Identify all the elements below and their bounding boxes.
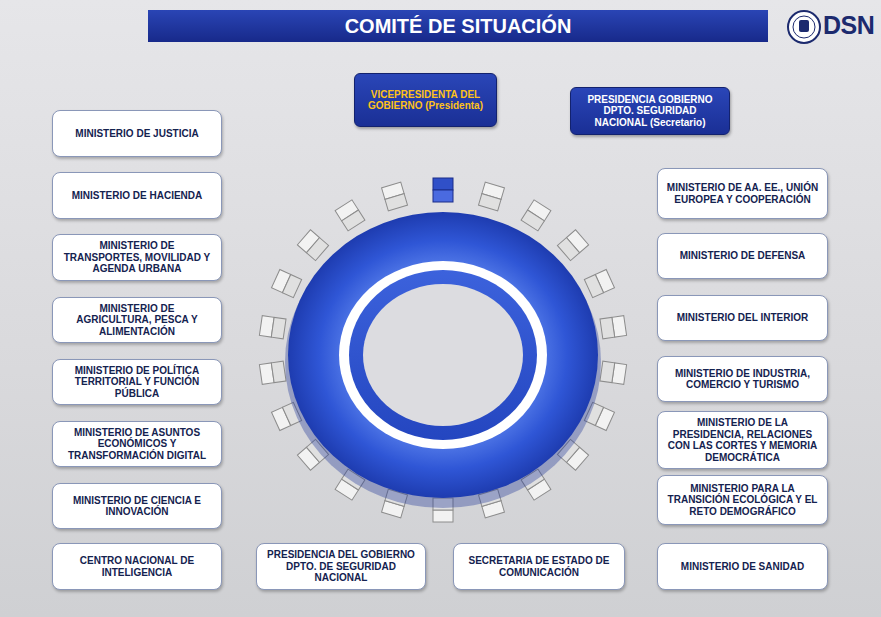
chair	[382, 182, 408, 211]
chair	[584, 269, 614, 297]
chairs	[259, 178, 626, 522]
box-label: MINISTERIO DEL INTERIOR	[677, 312, 809, 324]
chair	[433, 178, 453, 202]
member-box: PRESIDENCIA DEL GOBIERNO DPTO. DE SEGURI…	[256, 543, 426, 590]
role-box: PRESIDENCIA GOBIERNO DPTO. SEGURIDAD NAC…	[570, 87, 730, 135]
chair	[297, 230, 328, 261]
box-label: MINISTERIO DE JUSTICIA	[75, 128, 198, 140]
title-bar	[148, 10, 768, 42]
chair	[259, 316, 286, 339]
member-box: MINISTERIO DE LA PRESIDENCIA, RELACIONES…	[657, 411, 828, 469]
chair	[521, 200, 551, 231]
box-label: MINISTERIO DE INDUSTRIA, COMERCIO Y TURI…	[666, 368, 819, 391]
chair	[557, 230, 588, 261]
member-box: MINISTERIO DE INDUSTRIA, COMERCIO Y TURI…	[657, 356, 828, 402]
chair	[259, 361, 286, 384]
box-label: MINISTERIO PARA LA TRANSICIÓN ECOLÓGICA …	[666, 483, 819, 518]
box-label: MINISTERIO DE AGRICULTURA, PESCA Y ALIME…	[61, 303, 213, 338]
box-label: MINISTERIO DE ASUNTOS ECONÓMICOS Y TRANS…	[61, 427, 213, 462]
member-box: MINISTERIO DE CIENCIA E INNOVACIÓN	[52, 483, 222, 529]
member-box: MINISTERIO DE DEFENSA	[657, 233, 828, 279]
box-label: MINISTERIO DE CIENCIA E INNOVACIÓN	[61, 495, 213, 518]
box-label: MINISTERIO DE DEFENSA	[680, 250, 806, 262]
chair	[478, 182, 504, 211]
member-box: MINISTERIO DE JUSTICIA	[52, 110, 222, 157]
chair	[272, 269, 302, 297]
box-label: MINISTERIO DE HACIENDA	[72, 190, 203, 202]
role-box: VICEPRESIDENTA DEL GOBIERNO (Presidenta)	[354, 73, 497, 127]
box-label: PRESIDENCIA GOBIERNO DPTO. SEGURIDAD NAC…	[579, 94, 721, 129]
round-table	[285, 212, 601, 508]
box-label: CENTRO NACIONAL DE INTELIGENCIA	[61, 555, 213, 578]
member-box: MINISTERIO DE ASUNTOS ECONÓMICOS Y TRANS…	[52, 421, 222, 467]
box-label: MINISTERIO DE POLÍTICA TERRITORIAL Y FUN…	[61, 365, 213, 400]
box-label: MINISTERIO DE AA. EE., UNIÓN EUROPEA Y C…	[666, 182, 819, 205]
member-box: MINISTERIO DE POLÍTICA TERRITORIAL Y FUN…	[52, 359, 222, 405]
logo-emblem	[788, 11, 820, 43]
member-box: MINISTERIO PARA LA TRANSICIÓN ECOLÓGICA …	[657, 475, 828, 525]
box-label: PRESIDENCIA DEL GOBIERNO DPTO. DE SEGURI…	[265, 549, 417, 584]
member-box: MINISTERIO DEL INTERIOR	[657, 295, 828, 341]
member-box: SECRETARIA DE ESTADO DE COMUNICACIÓN	[453, 543, 625, 590]
member-box: MINISTERIO DE TRANSPORTES, MOVILIDAD Y A…	[52, 234, 222, 281]
box-label: VICEPRESIDENTA DEL GOBIERNO (Presidenta)	[363, 89, 488, 112]
member-box: MINISTERIO DE HACIENDA	[52, 172, 222, 219]
title-text: COMITÉ DE SITUACIÓN	[148, 10, 768, 42]
logo-text: DSN	[823, 11, 874, 40]
box-label: MINISTERIO DE TRANSPORTES, MOVILIDAD Y A…	[61, 240, 213, 275]
member-box: CENTRO NACIONAL DE INTELIGENCIA	[52, 543, 222, 590]
box-label: MINISTERIO DE SANIDAD	[681, 561, 804, 573]
member-box: MINISTERIO DE AA. EE., UNIÓN EUROPEA Y C…	[657, 168, 828, 219]
chair	[335, 200, 365, 231]
box-label: SECRETARIA DE ESTADO DE COMUNICACIÓN	[462, 555, 616, 578]
member-box: MINISTERIO DE SANIDAD	[657, 543, 828, 590]
member-box: MINISTERIO DE AGRICULTURA, PESCA Y ALIME…	[52, 297, 222, 343]
chair	[600, 361, 627, 384]
box-label: MINISTERIO DE LA PRESIDENCIA, RELACIONES…	[666, 417, 819, 463]
chair	[600, 316, 627, 339]
